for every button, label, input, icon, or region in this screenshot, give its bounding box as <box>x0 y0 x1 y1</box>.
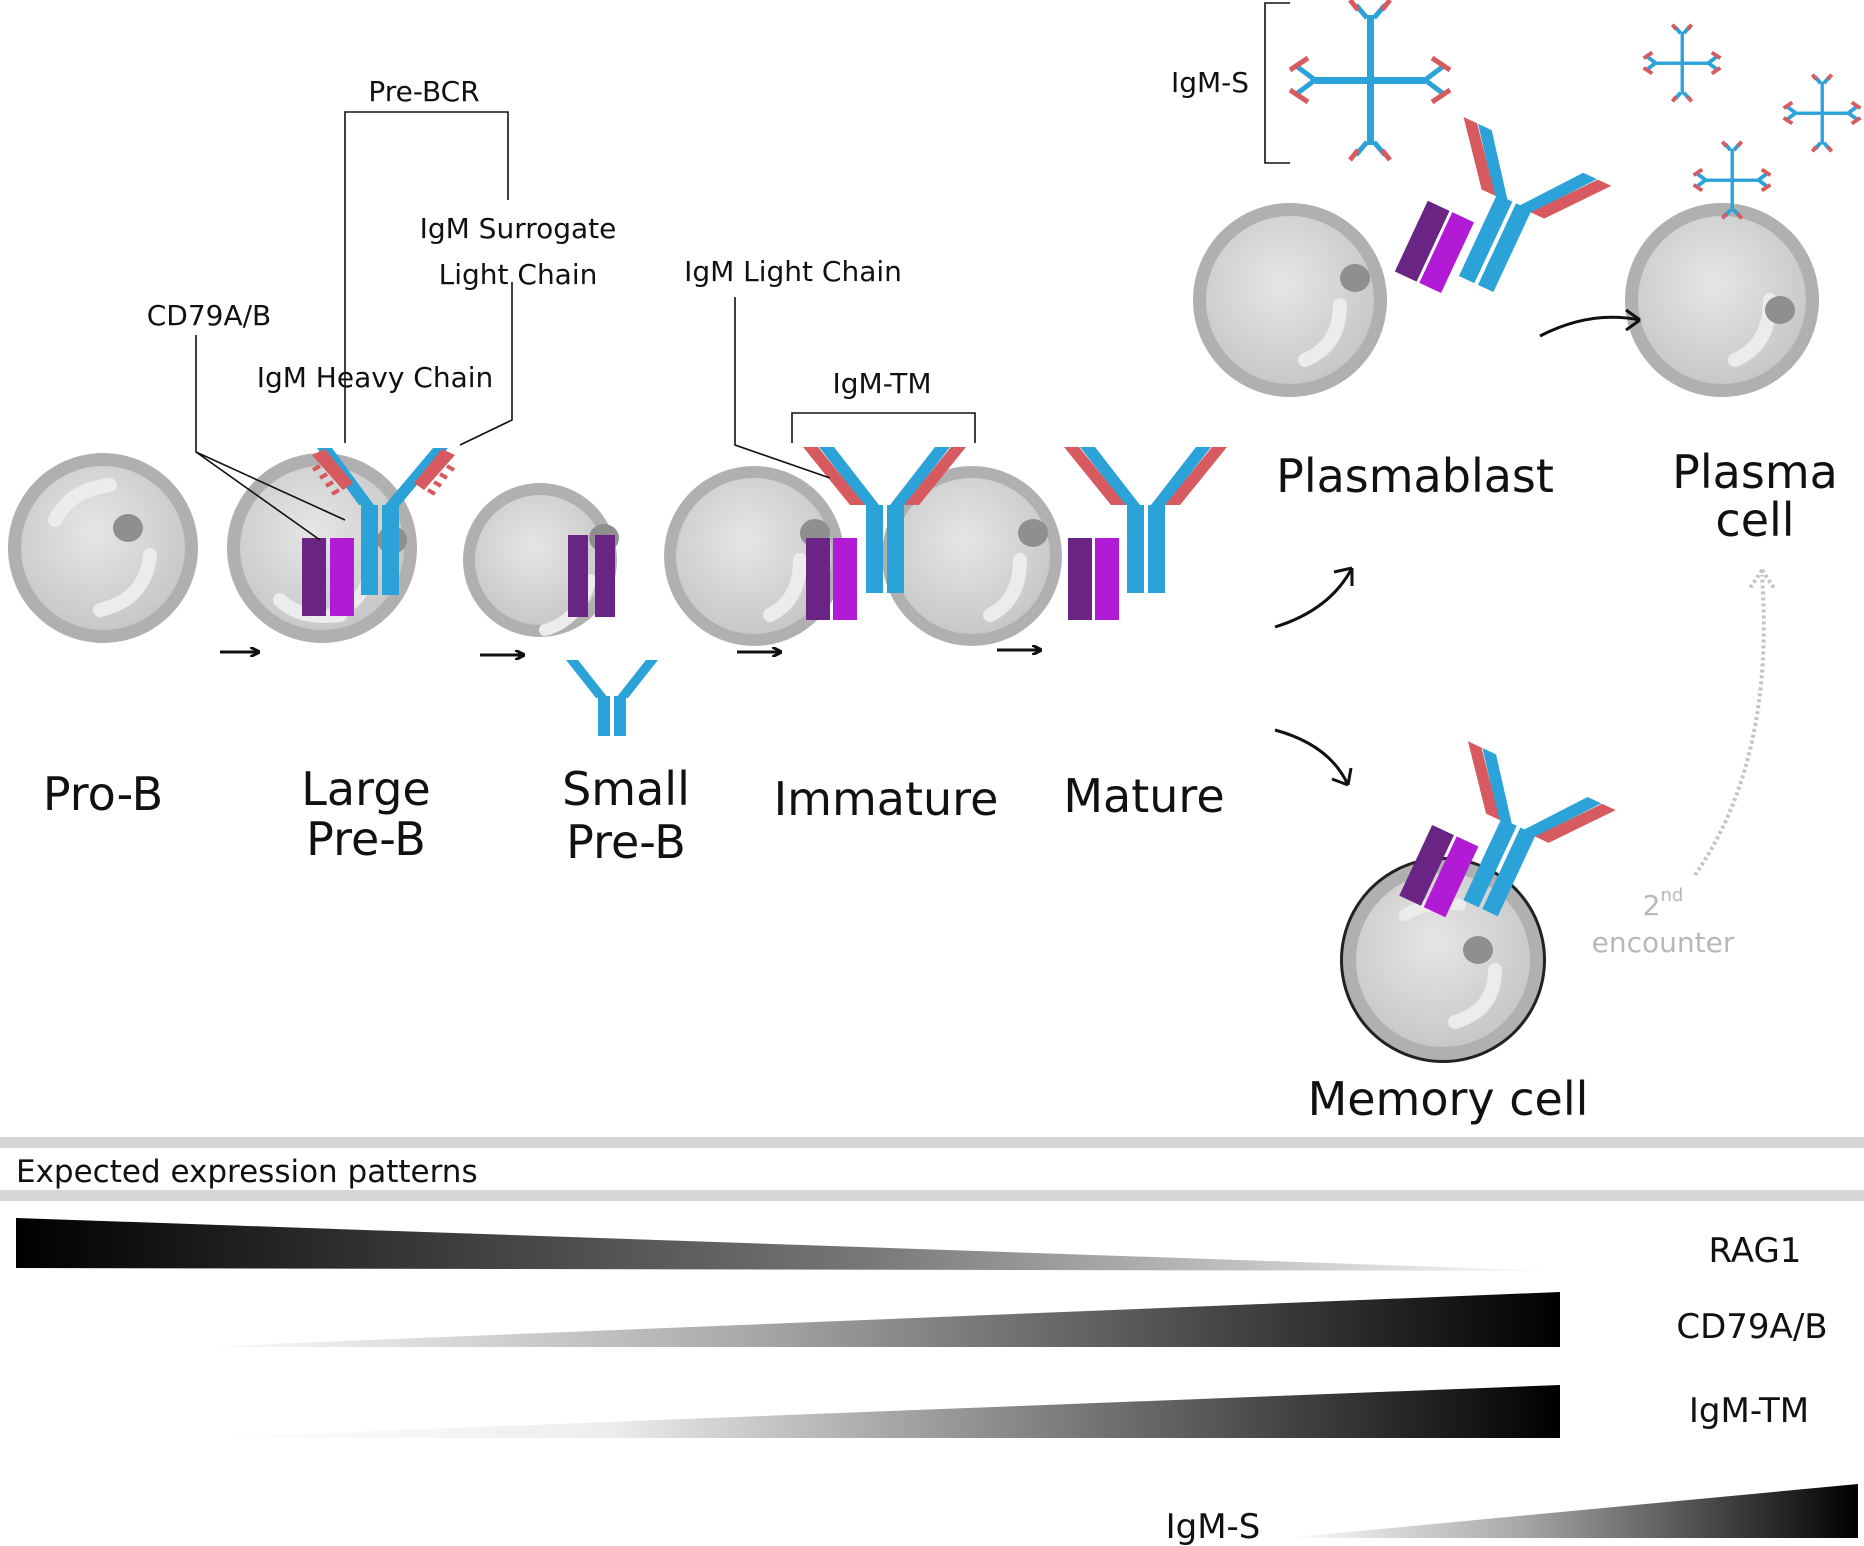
label-igm-s-row: IgM-S <box>1166 1507 1261 1546</box>
label-small-pre-b-1: Small <box>562 762 690 816</box>
arrow-to-memory <box>1274 728 1350 786</box>
label-igm-s-top: IgM-S <box>1171 66 1249 99</box>
annotation-lines <box>195 2 1290 541</box>
label-encounter: encounter <box>1592 926 1735 959</box>
label-pro-b: Pro-B <box>43 767 163 821</box>
igm-s-pentamer-1 <box>1642 23 1722 103</box>
label-plasma-cell-1: Plasma <box>1672 445 1838 499</box>
cd79-small-pre-b <box>568 535 615 617</box>
heavy-chain-small-pre-b <box>566 660 658 736</box>
label-pre-bcr: Pre-BCR <box>368 75 479 108</box>
label-large-pre-b-1: Large <box>301 762 430 816</box>
cd79-mature <box>1068 538 1119 620</box>
section-divider-bottom <box>0 1190 1864 1201</box>
label-igm-tm: IgM-TM <box>833 367 932 400</box>
cd79ab-wedge <box>195 1292 1560 1347</box>
label-igm-tm-row: IgM-TM <box>1689 1391 1809 1431</box>
pre-bcr-receptor <box>312 448 455 595</box>
label-heavy-chain: IgM Heavy Chain <box>257 361 494 394</box>
bcr-plasmablast <box>1394 117 1612 294</box>
rag1-wedge <box>16 1218 1560 1271</box>
label-large-pre-b-2: Pre-B <box>306 812 426 866</box>
arrow-to-plasmablast <box>1274 567 1354 629</box>
bcr-memory <box>1399 741 1616 918</box>
cd79-immature <box>806 538 857 620</box>
igm-tm-wedge <box>195 1385 1560 1438</box>
label-mature: Mature <box>1063 769 1224 823</box>
igm-s-wedge <box>1285 1484 1858 1538</box>
expression-title: Expected expression patterns <box>16 1154 478 1190</box>
surrogate-leader <box>459 282 513 446</box>
pre-bcr-bracket <box>344 111 509 443</box>
arrow-plasmablast-to-plasma <box>1539 315 1641 338</box>
label-cd79ab-row: CD79A/B <box>1676 1307 1827 1347</box>
label-second-encounter: 2nd <box>1643 885 1684 922</box>
cell-mature <box>882 466 1062 646</box>
light-chain-leader <box>734 297 831 479</box>
bcr-immature <box>803 447 966 593</box>
cd79-large-pre-b <box>302 538 354 616</box>
cd79-leaders <box>195 335 346 541</box>
label-surrogate-1: IgM Surrogate <box>420 212 617 245</box>
bcr-mature <box>1064 447 1227 593</box>
second-encounter-arrow <box>1693 568 1776 877</box>
progression-arrows <box>220 308 1641 787</box>
label-memory-cell: Memory cell <box>1308 1072 1589 1126</box>
cell-plasma <box>1625 203 1819 397</box>
cell-plasmablast <box>1193 203 1387 397</box>
label-small-pre-b-2: Pre-B <box>566 815 686 869</box>
label-cd79ab: CD79A/B <box>147 299 272 332</box>
label-surrogate-2: Light Chain <box>439 258 598 291</box>
igm-s-pentamer-large <box>1288 0 1452 162</box>
igm-s-pentamer-2 <box>1782 73 1862 153</box>
section-divider-top <box>0 1137 1864 1148</box>
cell-pro-b <box>8 453 198 643</box>
igm-s-pentamer-3 <box>1692 140 1772 220</box>
label-plasma-cell-2: cell <box>1715 493 1794 547</box>
label-plasmablast: Plasmablast <box>1276 449 1554 503</box>
igm-tm-bracket <box>791 412 976 443</box>
igm-s-bracket <box>1264 2 1290 164</box>
label-light-chain: IgM Light Chain <box>684 255 902 288</box>
label-rag1: RAG1 <box>1709 1231 1802 1271</box>
label-immature: Immature <box>774 772 999 826</box>
